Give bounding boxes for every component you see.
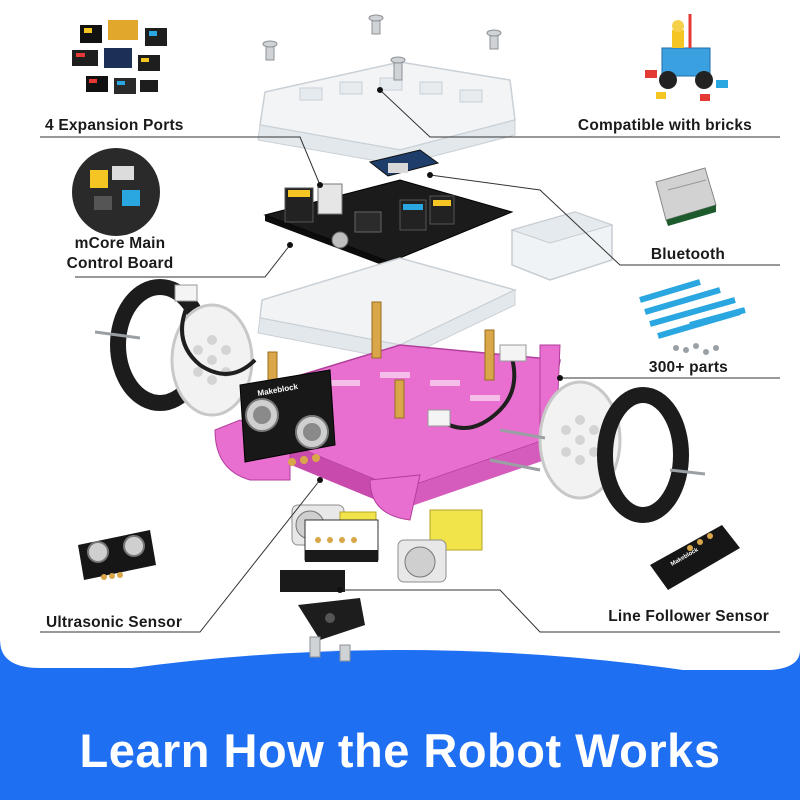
caster-parts: [298, 598, 365, 662]
label-expansion-ports: 4 Expansion Ports: [45, 117, 184, 134]
line-follower-thumbnail: [650, 525, 740, 590]
screws-top: [262, 14, 502, 81]
line-follower-mounted: [280, 519, 379, 592]
ultrasonic-sensor-mounted: [239, 369, 336, 466]
expansion-modules-thumbnail: [72, 20, 167, 94]
battery-box: [510, 211, 614, 281]
label-line-follower: Line Follower Sensor: [608, 608, 769, 625]
mcore-thumbnail: [72, 148, 160, 236]
leader-dots: [287, 87, 563, 593]
right-wheel: [538, 380, 689, 523]
mcore-board: [263, 179, 514, 268]
bluetooth-chip-thumbnail: [655, 167, 717, 226]
label-parts: 300+ parts: [648, 359, 728, 376]
label-ultrasonic: Ultrasonic Sensor: [46, 614, 183, 631]
right-motor: [397, 509, 483, 583]
axles: [94, 330, 706, 476]
top-case: [257, 61, 516, 166]
bricks-robot-thumbnail: [645, 14, 728, 101]
parts-thumbnail: [639, 279, 746, 355]
ultrasonic-thumbnail: [78, 530, 156, 580]
label-mcore-line1: mCore Main: [74, 235, 166, 252]
leader-lines: [40, 89, 780, 633]
bluetooth-module: [368, 149, 440, 177]
left-wheel: [110, 279, 254, 417]
middle-plate: [257, 257, 518, 361]
label-mcore-line2: Control Board: [66, 255, 174, 272]
label-bricks: Compatible with bricks: [577, 117, 752, 134]
motor-cable: [438, 357, 517, 430]
label-bluetooth: Bluetooth: [650, 246, 725, 263]
banner-title: Learn How the Robot Works: [79, 723, 721, 777]
